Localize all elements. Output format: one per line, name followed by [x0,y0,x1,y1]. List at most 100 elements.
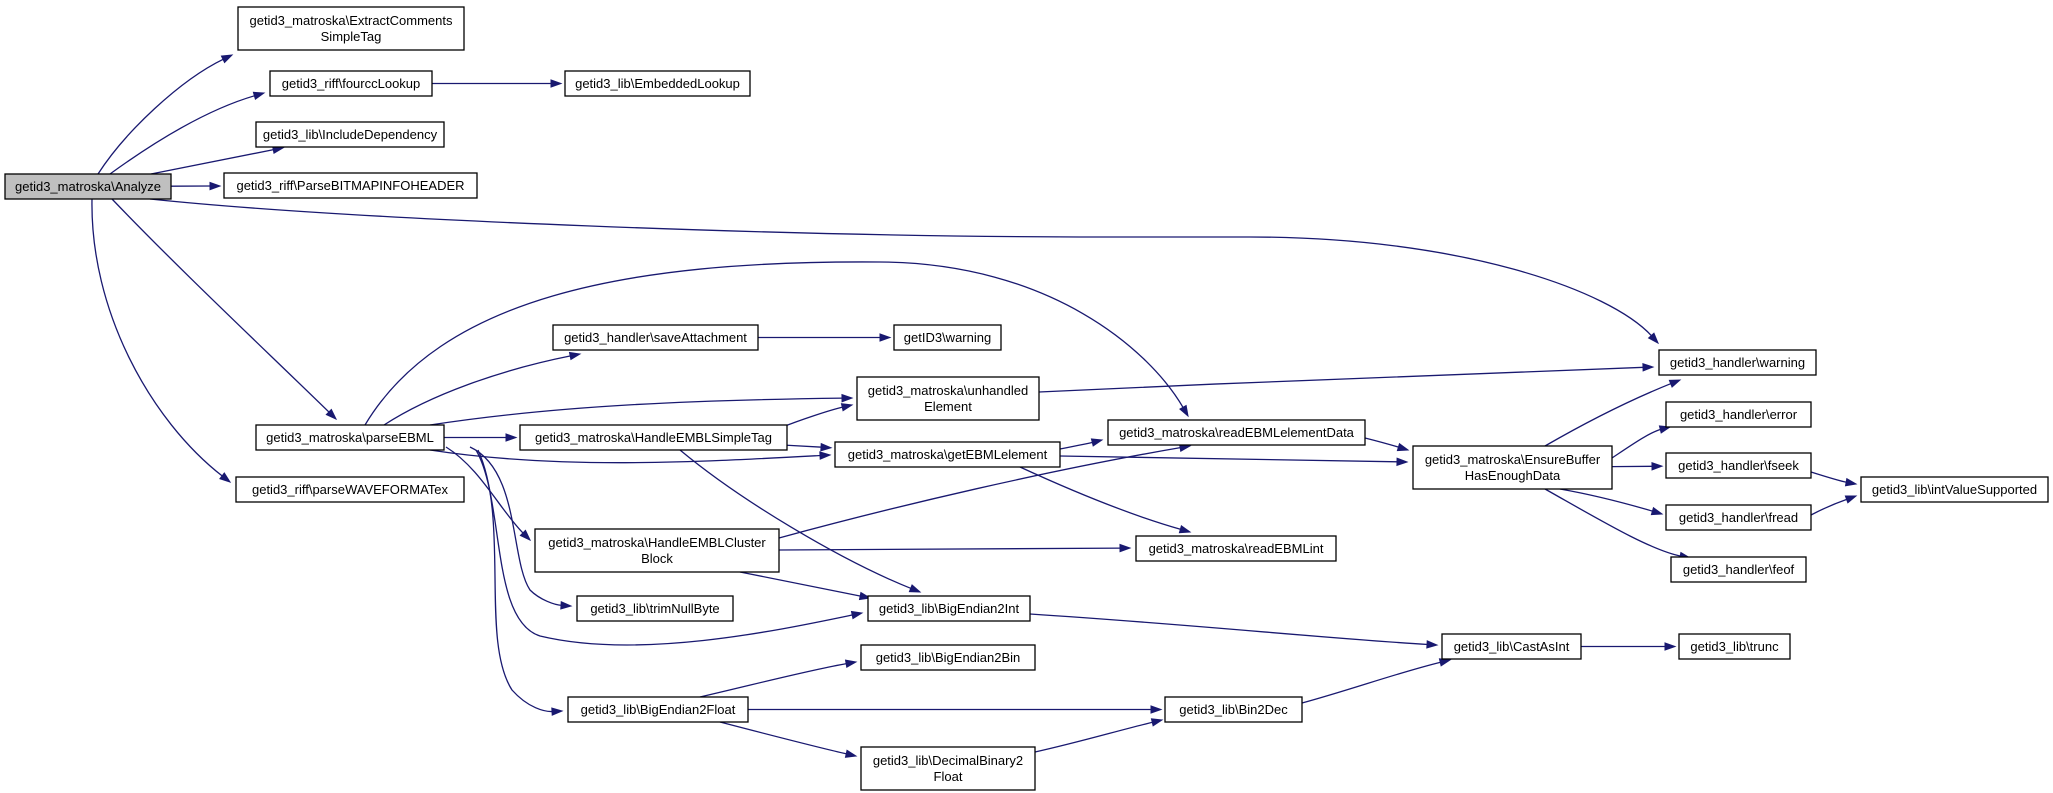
edge-simpleTag-to-getEBML [786,442,833,452]
node-box [1658,349,1817,376]
edge-ensure-to-hfread [1559,488,1664,516]
edge-analyze-to-fourcc [109,91,266,175]
node-includeDep[interactable]: getid3_lib\IncludeDependency [255,121,445,148]
edge-big2float-to-decBin [719,721,858,758]
edge-line [149,198,1653,337]
node-saveAttach[interactable]: getid3_handler\saveAttachment [552,324,759,351]
node-big2bin[interactable]: getid3_lib\BigEndian2Bin [860,644,1036,671]
node-label: getID3\warning [904,330,991,345]
edge-line [699,662,848,698]
node-bin2dec[interactable]: getid3_lib\Bin2Dec [1164,696,1303,723]
node-getID3warn[interactable]: getID3\warning [893,324,1002,351]
node-label: getid3_riff\ParseBITMAPINFOHEADER [236,178,464,193]
node-parseEBML[interactable]: getid3_matroska\parseEBML [255,424,445,451]
edge-arrowhead [1668,379,1682,388]
node-label: getid3_matroska\ExtractComments [249,13,453,28]
node-trunc[interactable]: getid3_lib\trunc [1678,633,1791,660]
edge-arrowhead [1396,442,1410,452]
node-trimNull[interactable]: getid3_lib\trimNullByte [576,595,734,622]
edge-line [97,58,225,175]
node-big2float[interactable]: getid3_lib\BigEndian2Float [567,696,749,723]
node-readInt[interactable]: getid3_matroska\readEBMLint [1135,535,1337,562]
edge-line [1810,498,1848,516]
node-label: Float [934,769,963,784]
edge-line [1059,455,1399,463]
edge-arrowhead [1178,524,1192,534]
edge-getEBML-to-readData [1059,438,1104,450]
node-box [269,70,433,97]
edge-arrowhead [820,442,833,452]
edge-parseEBML-to-simpleTag [444,433,518,442]
edge-ensure-to-hfseek [1611,461,1664,471]
edge-line [1364,437,1400,449]
node-box [1135,535,1337,562]
node-big2int[interactable]: getid3_lib\BigEndian2Int [867,595,1031,622]
edge-ensure-to-herror [1611,425,1672,459]
node-label: getid3_handler\fread [1679,510,1798,525]
edge-analyze-to-extractComments [97,54,234,175]
edge-simpleTag-to-unhandled [779,403,854,429]
node-label: getid3_matroska\getEBMLelement [848,447,1048,462]
edge-analyze-to-includeDep [150,145,285,175]
edge-line [91,198,224,478]
edge-arrowhead [1179,404,1189,418]
node-label: getid3_lib\BigEndian2Float [581,702,736,717]
node-embedded[interactable]: getid3_lib\EmbeddedLookup [564,70,751,97]
node-label: getid3_matroska\HandleEMBLCluster [548,535,766,550]
edge-line [109,94,256,175]
node-hfseek[interactable]: getid3_handler\fseek [1665,452,1812,479]
edge-line [719,721,848,755]
edge-parseEBML-to-readData [364,261,1189,426]
node-castInt[interactable]: getid3_lib\CastAsInt [1441,633,1582,660]
node-intVal[interactable]: getid3_lib\intValueSupported [1860,476,2049,503]
node-parseBitmap[interactable]: getid3_riff\ParseBITMAPINFOHEADER [223,172,478,199]
edge-arrowhead [209,181,222,191]
edge-line [1559,488,1654,513]
edge-castInt-to-trunc [1581,642,1677,651]
edge-arrowhead [844,659,858,669]
node-hfeof[interactable]: getid3_handler\feof [1670,556,1807,583]
edge-line [778,547,1122,551]
node-ensure[interactable]: getid3_matroska\EnsureBufferHasEnoughDat… [1412,445,1613,490]
edge-line [1544,382,1672,447]
node-label: getid3_lib\EmbeddedLookup [575,76,740,91]
node-layer: getid3_matroska\Analyze getid3_matroska\E… [4,6,2049,791]
node-box [237,6,465,51]
node-parseWave[interactable]: getid3_riff\parseWAVEFORMATex [235,476,465,503]
node-simpleTag[interactable]: getid3_matroska\HandleEMBLSimpleTag [519,424,788,451]
node-label: getid3_handler\saveAttachment [564,330,747,345]
node-fourcc[interactable]: getid3_riff\fourccLookup [269,70,433,97]
node-label: getid3_lib\DecimalBinary2 [873,753,1023,768]
edge-line [364,261,1185,426]
node-box [519,424,788,451]
node-hwarn[interactable]: getid3_handler\warning [1658,349,1817,376]
node-hfread[interactable]: getid3_handler\fread [1665,504,1812,531]
node-box [1441,633,1582,660]
edge-line [1611,428,1662,459]
node-box [834,441,1061,468]
edge-arrowhead [819,451,832,460]
edge-arrowhead [1844,477,1858,487]
node-herror[interactable]: getid3_handler\error [1665,401,1812,428]
node-box [576,595,734,622]
edge-arrowhead [1651,461,1664,471]
edge-line [786,444,823,448]
node-getEBML[interactable]: getid3_matroska\getEBMLelement [834,441,1061,468]
node-analyze[interactable]: getid3_matroska\Analyze [4,173,172,200]
edge-arrowhead [908,584,922,593]
node-box [1665,504,1812,531]
edge-simpleTag-to-big2int [679,449,922,593]
node-readData[interactable]: getid3_matroska\readEBMLelementData [1107,419,1366,446]
edge-line [739,571,862,597]
edge-line [1038,366,1645,393]
edge-arrowhead [1150,705,1163,714]
node-box [567,696,749,723]
edge-ensure-to-hwarn [1544,379,1682,447]
node-label: getid3_matroska\parseEBML [266,430,434,445]
edge-line [778,446,1182,539]
edge-line [1301,661,1442,704]
